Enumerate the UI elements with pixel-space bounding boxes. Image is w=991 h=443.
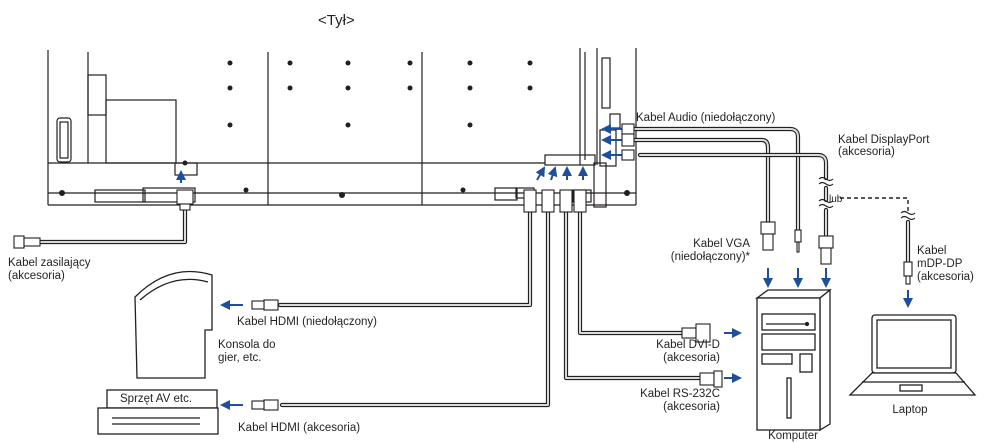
vga-cable-note: (niedołączony)* <box>670 251 750 263</box>
or-label: lub <box>829 194 843 205</box>
dvi-cable-label: Kabel DVI-D <box>656 339 720 351</box>
laptop-label: Laptop <box>892 404 928 416</box>
mdp-cable-label: Kabel <box>917 245 947 257</box>
rs232-cable-note: (akcesoria) <box>663 401 720 413</box>
av-device <box>97 389 219 435</box>
vga-cable-label: Kabel VGA <box>693 238 750 250</box>
cable-break-marks <box>818 176 916 221</box>
power-cable-note: (akcesoria) <box>8 270 65 282</box>
monitor-screws <box>59 60 630 198</box>
computer-label: Komputer <box>768 430 818 442</box>
game-console-label: Konsola do <box>218 339 276 351</box>
dvi-cable-note: (akcesoria) <box>663 352 720 364</box>
displayport-cable-label: Kabel DisplayPort <box>838 134 930 146</box>
computer-tower <box>755 288 832 432</box>
hdmi-console-cable-label: Kabel HDMI (niedołączony) <box>237 316 377 328</box>
displayport-cable-note: (akcesoria) <box>838 146 895 158</box>
mdp-cable-type: mDP-DP <box>917 258 963 270</box>
input-arrows <box>176 124 622 183</box>
game-console <box>134 270 213 379</box>
connectors <box>13 123 913 411</box>
page-title: <Tył> <box>318 12 355 29</box>
alternate-cable-dashed <box>840 197 909 212</box>
game-console-note: gier, etc. <box>218 352 262 364</box>
audio-cable-label: Kabel Audio (niedołączony) <box>636 112 776 124</box>
av-device-label: Sprzęt AV etc. <box>120 393 193 405</box>
cables <box>37 126 911 408</box>
laptop <box>848 314 977 396</box>
output-arrows <box>220 268 913 410</box>
power-cable-label: Kabel zasilający <box>8 257 91 269</box>
monitor-rear-panel <box>47 48 637 208</box>
hdmi-av-cable-label: Kabel HDMI (akcesoria) <box>238 422 361 434</box>
rs232-cable-label: Kabel RS-232C <box>640 388 720 400</box>
mdp-cable-note: (akcesoria) <box>917 271 974 283</box>
